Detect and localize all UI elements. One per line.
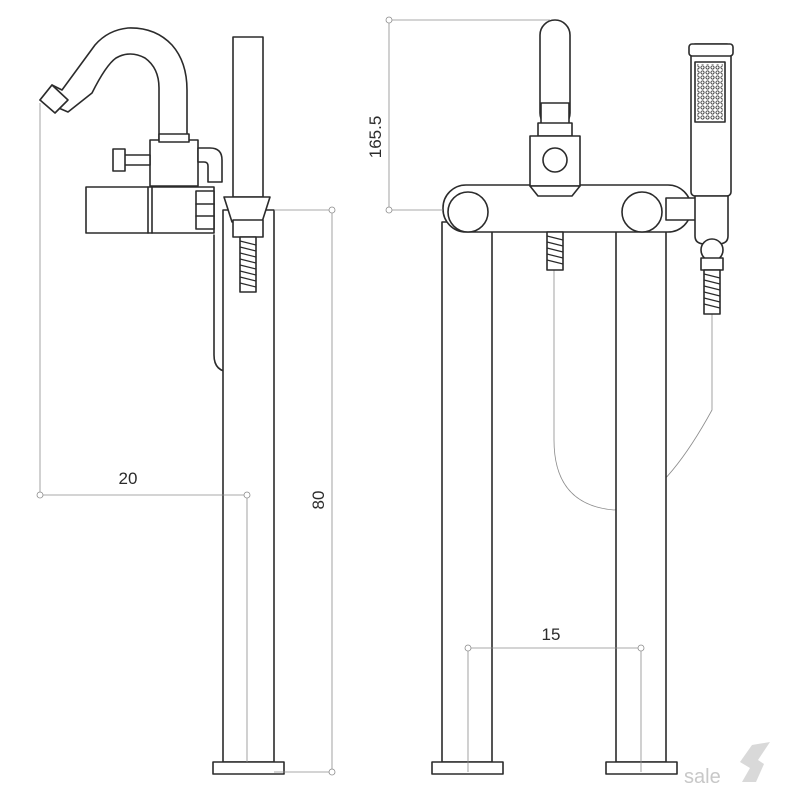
- side-shower-holder: [223, 196, 271, 223]
- brand-logo-icon: [740, 742, 770, 782]
- dimension-spout-height: 165.5: [366, 16, 550, 214]
- front-hose-coil: [546, 231, 564, 271]
- front-leg-left: [441, 221, 493, 763]
- front-shower-hose: [703, 269, 721, 315]
- front-handle-left: [447, 191, 489, 233]
- side-spout-tip: [39, 84, 69, 114]
- dim-label-spout-height: 165.5: [366, 116, 385, 159]
- side-diverter-stem: [121, 154, 151, 166]
- front-base-right: [605, 761, 678, 775]
- front-diverter-base: [529, 185, 581, 197]
- front-handle-right: [621, 191, 663, 233]
- side-diverter-neck: [158, 133, 190, 143]
- side-hand-shower: [232, 36, 264, 198]
- brand-watermark-text: sale: [684, 766, 721, 788]
- front-hose-nut-base: [700, 257, 724, 271]
- dim-label-riser-height: 80: [309, 491, 328, 510]
- brand-watermark: sale: [684, 742, 770, 788]
- front-spout-ring: [537, 122, 573, 137]
- dim-label-leg-spacing: 15: [542, 625, 561, 644]
- dimension-spout-reach: 20: [36, 103, 251, 762]
- dim-label-spout-reach: 20: [119, 469, 138, 488]
- front-shower-holder: [694, 195, 729, 245]
- front-shower-top: [688, 43, 734, 57]
- front-shower-mesh: [697, 64, 723, 120]
- side-hose-nut: [232, 219, 264, 238]
- front-diverter-knob: [542, 147, 568, 173]
- front-base-left: [431, 761, 504, 775]
- side-elbow: [197, 147, 223, 183]
- front-hose-loop: [553, 265, 713, 511]
- side-mixer-collar: [195, 190, 215, 230]
- side-diverter-body: [149, 139, 199, 187]
- side-hose-coil: [239, 236, 257, 293]
- side-mixer-body: [85, 186, 215, 234]
- front-view: [431, 19, 734, 775]
- side-view: [39, 27, 285, 775]
- side-base-plate: [212, 761, 285, 775]
- dimension-leg-spacing: 15: [464, 625, 645, 772]
- side-spout-gooseneck: [39, 27, 188, 141]
- dimension-riser-height: 80: [274, 206, 336, 776]
- side-diverter-knob: [112, 148, 126, 172]
- front-shower-outlet: [665, 197, 697, 221]
